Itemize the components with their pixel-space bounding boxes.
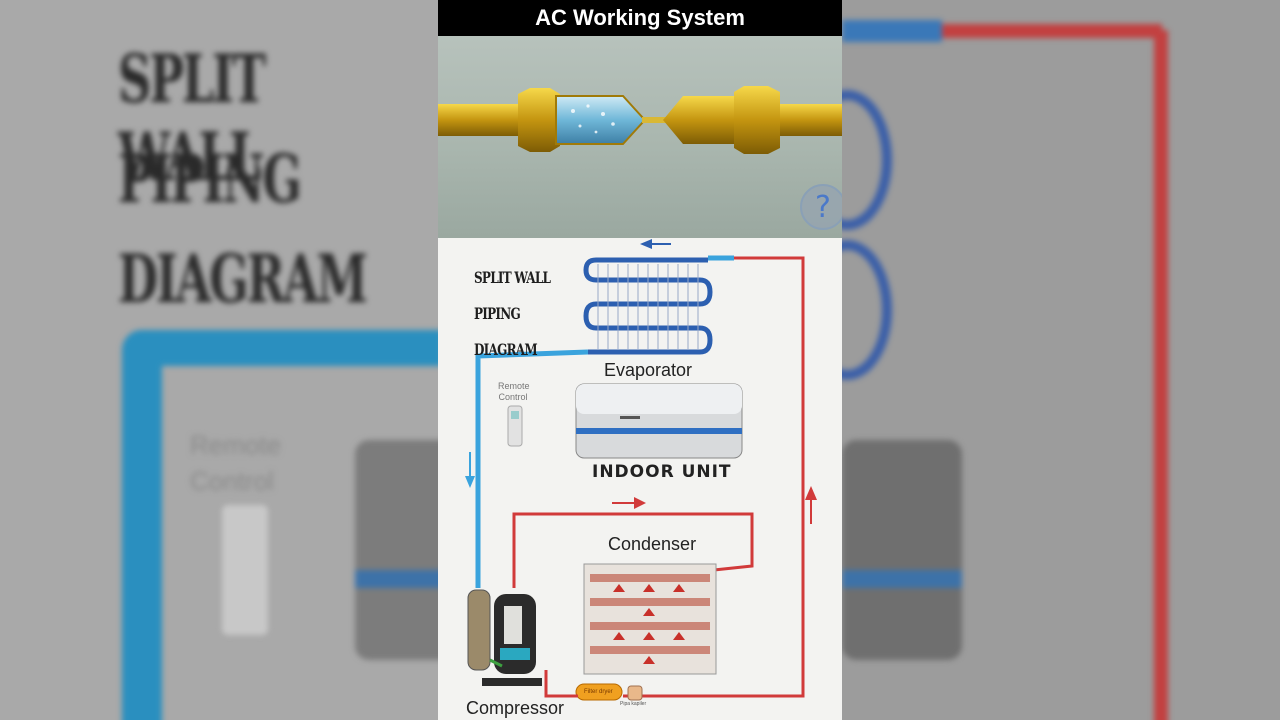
diagram-heading: SPLIT WALL PIPING DIAGRAM: [474, 260, 551, 368]
background-left-panel: SPLIT WALL PIPING DIAGRAM Remote Control: [0, 0, 438, 720]
pipe-capillary-label: Pipa kapiler: [620, 701, 647, 707]
indoor-unit-label: INDOOR UNIT: [592, 462, 732, 482]
arrow-icon: [612, 497, 646, 509]
receiver-chamber: [663, 96, 738, 144]
condenser-label: Condenser: [608, 534, 697, 554]
capillary-pipe-illustration: [438, 86, 842, 154]
background-pipe: [122, 330, 162, 720]
background-coil: [842, 90, 892, 230]
background-coil: [842, 240, 892, 380]
background-right-panel: [842, 0, 1280, 720]
background-hot-pipe: [1154, 30, 1168, 720]
arrow-icon: [805, 486, 817, 524]
background-indoor-unit: [842, 440, 962, 660]
background-heading-line: SPLIT WALL: [118, 40, 266, 196]
video-title: AC Working System: [535, 5, 745, 30]
evaporator-fins: [597, 264, 699, 350]
help-icon[interactable]: ?: [800, 184, 842, 230]
background-hot-pipe: [922, 24, 1162, 38]
filter-dryer-illustration: [575, 683, 623, 701]
condenser-coil-illustration: [583, 563, 717, 675]
title-bar: AC Working System: [438, 0, 842, 36]
diagram-heading-line: SPLIT WALL: [474, 268, 551, 287]
brass-nut-left: [518, 88, 560, 152]
cold-line: [475, 349, 589, 588]
piping-diagram-drawing: [465, 239, 817, 701]
filter-dryer-label: Filter dryer: [584, 689, 613, 695]
filter-chamber: [555, 95, 644, 145]
compressor-label: Compressor: [466, 698, 565, 718]
background-cold-pipe: [842, 20, 942, 42]
refrigerant-bubbles: [571, 104, 615, 134]
remote-control-illustration: [507, 405, 523, 447]
copper-pipe-left: [438, 104, 528, 136]
arrow-icon: [465, 452, 475, 488]
indoor-unit-illustration: [575, 383, 743, 459]
background-indoor-unit: [355, 440, 438, 660]
pipe-capillary-illustration: [627, 685, 643, 701]
background-indoor-unit-stripe: [842, 570, 962, 588]
hot-line-condenser: [512, 512, 754, 588]
hot-line-right: [623, 256, 805, 698]
copper-pipe-right: [778, 104, 842, 136]
evaporator-label: Evaporator: [604, 360, 693, 380]
diagram-heading-line: DIAGRAM: [474, 340, 538, 359]
remote-control-label: Remote Control: [498, 381, 530, 402]
background-remote-label: Remote: [190, 430, 282, 460]
hot-line-bottom: [544, 670, 578, 698]
capillary-tube: [642, 117, 666, 123]
brass-nut-right: [734, 86, 780, 154]
arrow-icon: [640, 239, 671, 249]
diagram-heading-line: PIPING: [474, 304, 521, 323]
background-remote-label: Control: [190, 466, 274, 496]
background-heading-line: DIAGRAM: [118, 240, 368, 318]
background-heading-line: PIPING: [118, 140, 302, 218]
background-pipe: [122, 330, 438, 366]
compressor-illustration: [467, 589, 542, 686]
background-remote: [222, 505, 268, 635]
split-wall-piping-diagram: SPLIT WALL PIPING DIAGRAM Remote Control…: [438, 238, 842, 720]
pipe-animation-scene: [438, 36, 842, 238]
background-indoor-unit-stripe: [355, 570, 438, 588]
video-frame[interactable]: AC Working System: [438, 0, 842, 720]
